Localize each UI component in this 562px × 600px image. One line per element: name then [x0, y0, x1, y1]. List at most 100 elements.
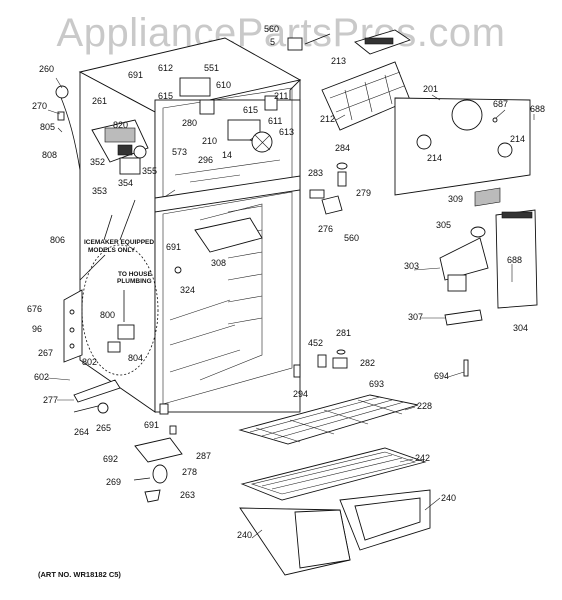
label-615-a: 615 — [158, 91, 173, 101]
label-260: 260 — [39, 64, 54, 74]
label-802: 802 — [82, 357, 97, 367]
label-296: 296 — [198, 155, 213, 165]
label-804: 804 — [128, 353, 143, 363]
part-labels: 560 5 213 260 612 551 691 615 610 201 68… — [27, 24, 545, 540]
label-212: 212 — [320, 114, 335, 124]
label-452: 452 — [308, 338, 323, 348]
leader-lines — [79, 199, 136, 281]
control-housing — [287, 29, 412, 55]
art-number: (ART NO. WR18182 C5) — [38, 570, 121, 579]
label-693: 693 — [369, 379, 384, 389]
label-228: 228 — [417, 401, 432, 411]
label-324: 324 — [180, 285, 195, 295]
label-214-b: 214 — [427, 153, 442, 163]
label-551: 551 — [204, 63, 219, 73]
watermark-text: AppliancePartsPros.com — [57, 11, 506, 55]
label-613: 613 — [279, 127, 294, 137]
label-261: 261 — [92, 96, 107, 106]
label-688-b: 688 — [507, 255, 522, 265]
bracket — [444, 309, 483, 326]
label-294: 294 — [293, 389, 308, 399]
label-277: 277 — [43, 395, 58, 405]
label-240-b: 240 — [237, 530, 252, 540]
bottom-hardware — [73, 379, 183, 503]
label-plate — [474, 187, 501, 207]
label-303: 303 — [404, 261, 419, 271]
label-307: 307 — [408, 312, 423, 322]
label-308: 308 — [211, 258, 226, 268]
label-352: 352 — [90, 157, 105, 167]
label-688-a: 688 — [530, 104, 545, 114]
label-242: 242 — [415, 453, 430, 463]
note-icemaker-line2: MODELS ONLY — [88, 247, 136, 254]
label-355: 355 — [142, 166, 157, 176]
label-694: 694 — [434, 371, 449, 381]
hinge-plate — [63, 289, 83, 363]
label-354: 354 — [118, 178, 133, 188]
label-96: 96 — [32, 324, 42, 334]
note-plumbing-line1: TO HOUSE — [118, 271, 152, 278]
label-615-b: 615 — [243, 105, 258, 115]
label-691-a: 691 — [128, 70, 143, 80]
label-267: 267 — [38, 348, 53, 358]
icemaker-assembly — [91, 119, 149, 175]
label-263: 263 — [180, 490, 195, 500]
label-610: 610 — [216, 80, 231, 90]
label-800: 800 — [100, 310, 115, 320]
wire-shelf — [238, 394, 419, 445]
label-14: 14 — [222, 150, 232, 160]
label-304: 304 — [513, 323, 528, 333]
label-676: 676 — [27, 304, 42, 314]
label-560-b: 560 — [344, 233, 359, 243]
fill-tube — [55, 85, 81, 171]
label-214-a: 214 — [510, 134, 525, 144]
label-leaders — [47, 77, 535, 539]
label-210: 210 — [202, 136, 217, 146]
hardware-parts — [174, 162, 469, 377]
label-201: 201 — [423, 84, 438, 94]
label-240-a: 240 — [441, 493, 456, 503]
dispenser-assembly — [439, 226, 489, 292]
freezer-liner — [174, 159, 281, 183]
label-283: 283 — [308, 168, 323, 178]
label-280: 280 — [182, 118, 197, 128]
door-tray — [495, 209, 538, 309]
label-281: 281 — [336, 328, 351, 338]
note-plumbing-line2: PLUMBING — [117, 278, 152, 285]
label-213: 213 — [331, 56, 346, 66]
label-691-b: 691 — [166, 242, 181, 252]
label-211: 211 — [274, 91, 288, 101]
label-687: 687 — [493, 99, 508, 109]
label-820: 820 — [113, 120, 128, 130]
label-611: 611 — [268, 116, 282, 126]
label-691-c: 691 — [144, 420, 159, 430]
evaporator-cover — [194, 217, 263, 253]
water-valve-detail — [81, 244, 159, 376]
label-270: 270 — [32, 101, 47, 111]
label-5-top: 5 — [270, 37, 275, 47]
label-805: 805 — [40, 122, 55, 132]
rear-panel — [394, 97, 531, 196]
label-353: 353 — [92, 186, 107, 196]
label-269: 269 — [106, 477, 121, 487]
label-808: 808 — [42, 150, 57, 160]
crisper-drawers — [239, 489, 431, 576]
crisper-cover — [240, 447, 427, 501]
label-612: 612 — [158, 63, 173, 73]
label-264: 264 — [74, 427, 89, 437]
label-560-top: 560 — [264, 24, 279, 34]
label-284: 284 — [335, 143, 350, 153]
label-602: 602 — [34, 372, 49, 382]
label-279: 279 — [356, 188, 371, 198]
label-692: 692 — [103, 454, 118, 464]
label-276: 276 — [318, 224, 333, 234]
evaporator-fan — [179, 77, 278, 153]
label-287: 287 — [196, 451, 211, 461]
note-icemaker-line1: ICEMAKER EQUIPPED — [84, 239, 154, 246]
label-806: 806 — [50, 235, 65, 245]
label-573: 573 — [172, 147, 187, 157]
label-278: 278 — [182, 467, 197, 477]
label-305: 305 — [436, 220, 451, 230]
label-265: 265 — [96, 423, 111, 433]
label-282: 282 — [360, 358, 375, 368]
